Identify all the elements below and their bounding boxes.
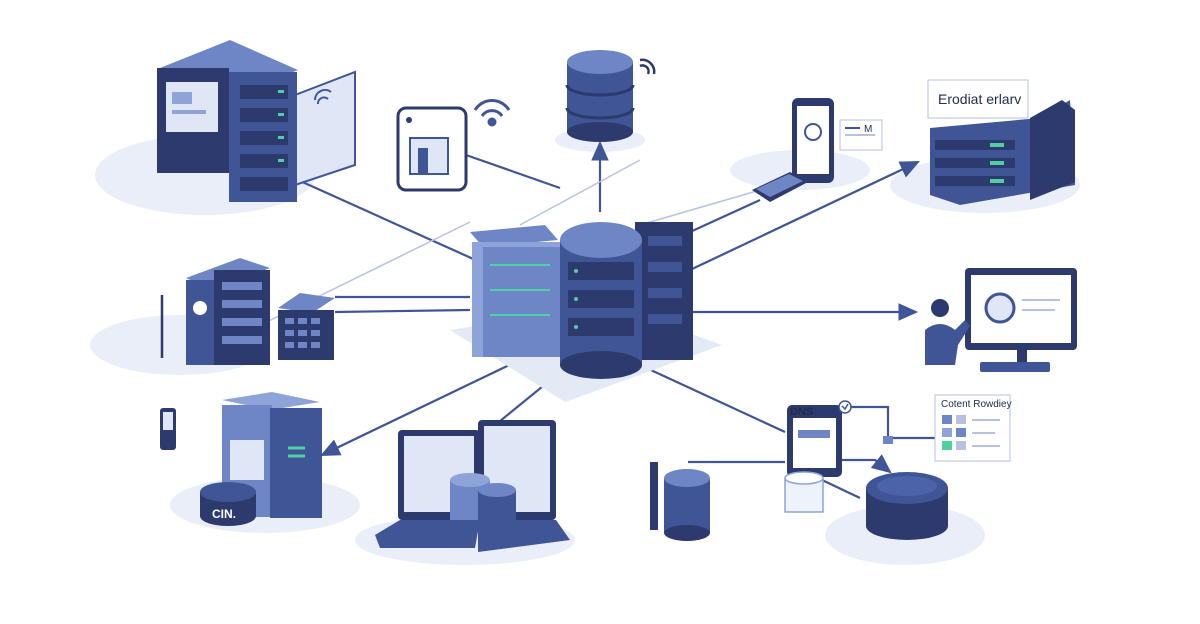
dns-tag: DNS bbox=[790, 406, 813, 418]
server-rack-top-left bbox=[157, 40, 356, 202]
link-rack-tl bbox=[297, 178, 481, 264]
link-dns-cdn bbox=[840, 454, 892, 474]
link-storage bbox=[320, 354, 531, 456]
link-mid-left-2 bbox=[334, 308, 471, 314]
wifi-icon bbox=[314, 89, 332, 105]
laptops bbox=[375, 420, 570, 552]
link-dns bbox=[639, 364, 786, 433]
tablet-device: M bbox=[752, 98, 883, 202]
link-check bbox=[845, 405, 890, 438]
wifi-icon bbox=[473, 99, 511, 127]
content-delivery-label: Cotent Rowdiey bbox=[941, 399, 1012, 410]
edge-server: Erodiat erlarv bbox=[927, 79, 1075, 205]
link-router bbox=[465, 153, 561, 190]
check-icon bbox=[838, 400, 852, 414]
server-left-mid bbox=[160, 258, 270, 365]
router-device bbox=[396, 106, 468, 192]
database-top bbox=[565, 50, 635, 142]
disk-label: CIN. bbox=[212, 507, 236, 521]
workstation bbox=[925, 268, 1077, 372]
central-hub bbox=[450, 222, 722, 402]
wifi-icon bbox=[639, 58, 656, 75]
disk-drive: CIN. bbox=[200, 482, 256, 526]
keypad-device bbox=[278, 293, 335, 360]
usb-icon bbox=[160, 408, 176, 450]
small-tag: M bbox=[864, 124, 872, 135]
glass-jar bbox=[784, 471, 824, 513]
link-tablet bbox=[689, 198, 761, 234]
cdn-disk bbox=[866, 472, 948, 540]
link-edge bbox=[689, 161, 920, 271]
database-bottom bbox=[650, 462, 710, 541]
link-dns-disk bbox=[821, 479, 861, 499]
dns-server: DNS bbox=[787, 405, 842, 477]
edge-server-label: Erodiat erlarv bbox=[938, 91, 1021, 107]
content-delivery-panel: Cotent Rowdiey bbox=[883, 394, 1012, 462]
